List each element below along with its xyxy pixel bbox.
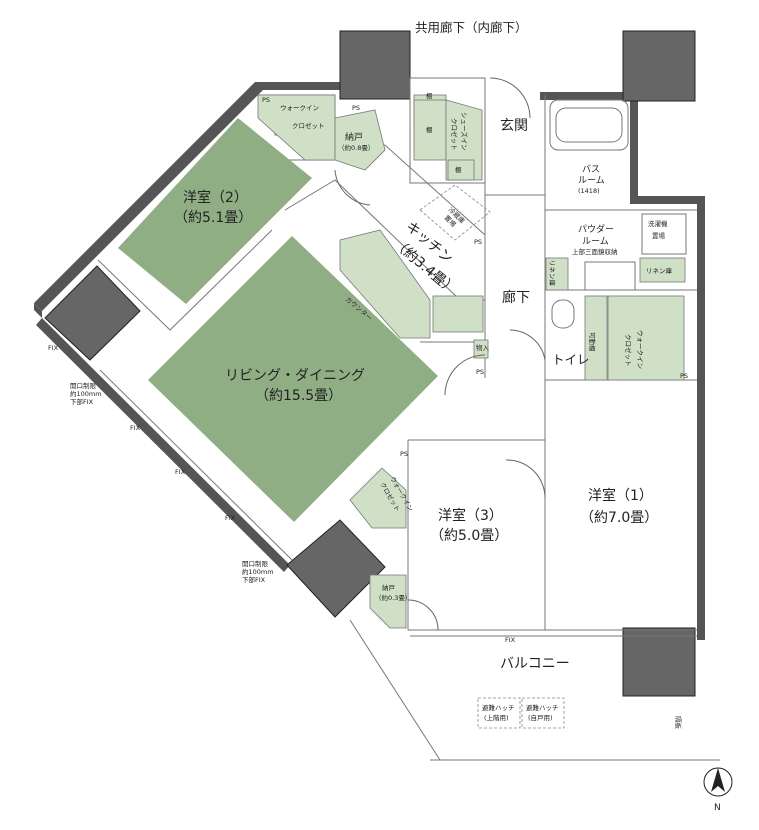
pillar-left — [44, 265, 141, 361]
walkin-right-label: ウォークイン — [636, 330, 644, 369]
hatch-1-label-a: 避難ハッチ — [482, 703, 515, 712]
kitchen-stove — [432, 295, 484, 333]
western-room-2-name: 洋室（2） — [183, 189, 248, 206]
opening-note-1c: 下部FIX — [70, 397, 94, 406]
hatch-2-label-b: (自戸用) — [528, 713, 553, 722]
opening-note-2b: 約100mm — [242, 567, 274, 576]
storeroom — [473, 339, 489, 359]
ps-mark-2: PS — [352, 104, 360, 112]
storage-size: （約0.8畳） — [338, 143, 374, 152]
storeroom-label: 物入 — [476, 343, 490, 352]
linen-2-label: リネン庫 — [646, 266, 673, 275]
toilet-label: トイレ — [552, 352, 590, 367]
window-line — [99, 369, 293, 561]
pillar-top-left — [339, 30, 411, 100]
linen-shelf — [584, 295, 608, 381]
vanity-sink — [584, 261, 636, 291]
shoes-in-label: シューズイン — [460, 112, 469, 151]
balcony-label: バルコニー — [500, 656, 570, 672]
powder-note: 上部三面鏡収納 — [572, 247, 618, 256]
shelf-door-label: 可動棚 — [588, 332, 597, 352]
walkin-closet-right — [607, 295, 685, 381]
shelf-left — [413, 99, 447, 161]
doors — [334, 77, 546, 631]
interior-walls — [97, 77, 697, 631]
linen-closet-2 — [639, 257, 686, 283]
opening-note-2a: 開口制限 — [242, 559, 269, 568]
washer-label: 洗濯機 — [648, 219, 668, 228]
ps-mark-6: PS — [680, 372, 688, 380]
closet-top-label: クロゼット — [292, 121, 325, 130]
linen-closet-1 — [545, 257, 569, 291]
storage-room-2 — [369, 574, 407, 629]
fix-mark-2: FIX — [130, 424, 141, 432]
shoes-closet-label: クロゼット — [450, 118, 459, 151]
hatch-2 — [521, 697, 565, 729]
storage-2-size: （約0.3畳） — [375, 593, 411, 602]
hallway-label: 廊下 — [502, 289, 530, 306]
balcony-edge — [349, 619, 441, 761]
ps-mark-3: PS — [474, 238, 482, 246]
storage-room — [334, 109, 386, 171]
ps-mark-1: PS — [262, 96, 270, 104]
linen-1-label: リネン庫 — [548, 260, 557, 287]
ps-mark-4: PS — [476, 368, 484, 376]
storage-name: 納戸 — [345, 131, 363, 143]
bath-name: バス — [582, 164, 600, 175]
living-name: リビング・ダイニング — [225, 368, 365, 384]
compass-label: N — [714, 803, 721, 813]
western-room-2-size: （約5.1畳） — [174, 210, 252, 226]
shelf-label-1: 棚 — [426, 91, 433, 100]
toilet-fixture — [551, 299, 575, 329]
walkin-closet-w3 — [349, 467, 407, 529]
corridor-label: 共用廊下（内廊下） — [415, 20, 528, 35]
opening-note-2c: 下部FIX — [242, 575, 266, 584]
hatch-1-label-b: (上階用) — [484, 713, 509, 722]
washer-label-2: 置場 — [652, 231, 666, 240]
western-room-3-name: 洋室（3） — [438, 507, 503, 524]
opening-note-1b: 約100mm — [70, 389, 102, 398]
fix-mark-4: FIX — [225, 514, 236, 522]
shelf-label-2: 棚 — [426, 125, 433, 134]
fix-mark-5: FIX — [505, 636, 516, 644]
kitchen-counter — [339, 229, 431, 339]
living-size: （約15.5畳） — [255, 388, 342, 404]
fix-mark-3: FIX — [175, 468, 186, 476]
walkin-top-label: ウォークイン — [280, 104, 319, 112]
pillar-top-right — [622, 30, 696, 102]
western-room-1-size: （約7.0畳） — [580, 510, 658, 526]
shelf-label-3: 棚 — [455, 165, 462, 174]
storage-2-name: 納戸 — [382, 583, 396, 592]
partition-label: 隔板 — [674, 716, 683, 730]
bathtub — [549, 99, 629, 151]
western-room-1-name: 洋室（1） — [588, 487, 653, 504]
living-dining-floor — [148, 236, 438, 522]
fix-mark-1: FIX — [48, 344, 59, 352]
fridge-space — [419, 184, 491, 241]
western-room-3-size: （約5.0畳） — [430, 528, 508, 544]
pillar-bottom-left — [286, 519, 386, 618]
entrance-label: 玄関 — [500, 117, 528, 134]
ps-mark-5: PS — [400, 450, 408, 458]
bath-size: (1418) — [578, 187, 600, 195]
powder-name: パウダー — [578, 223, 614, 235]
powder-name-2: ルーム — [582, 236, 609, 247]
hatch-2-label-a: 避難ハッチ — [526, 703, 559, 712]
western-room-2-floor — [118, 118, 312, 304]
washer-space — [641, 213, 687, 255]
shelf-bottom — [447, 159, 475, 181]
hatch-1 — [477, 697, 521, 729]
bath-name-2: ルーム — [578, 175, 605, 186]
pillar-bottom-right — [622, 627, 696, 697]
closet-right-label: クロゼット — [624, 334, 633, 367]
exterior-walls — [34, 82, 705, 640]
walkin-closet-top — [257, 94, 336, 161]
north-arrow-icon — [703, 767, 733, 797]
opening-note-1a: 開口制限 — [70, 381, 97, 390]
